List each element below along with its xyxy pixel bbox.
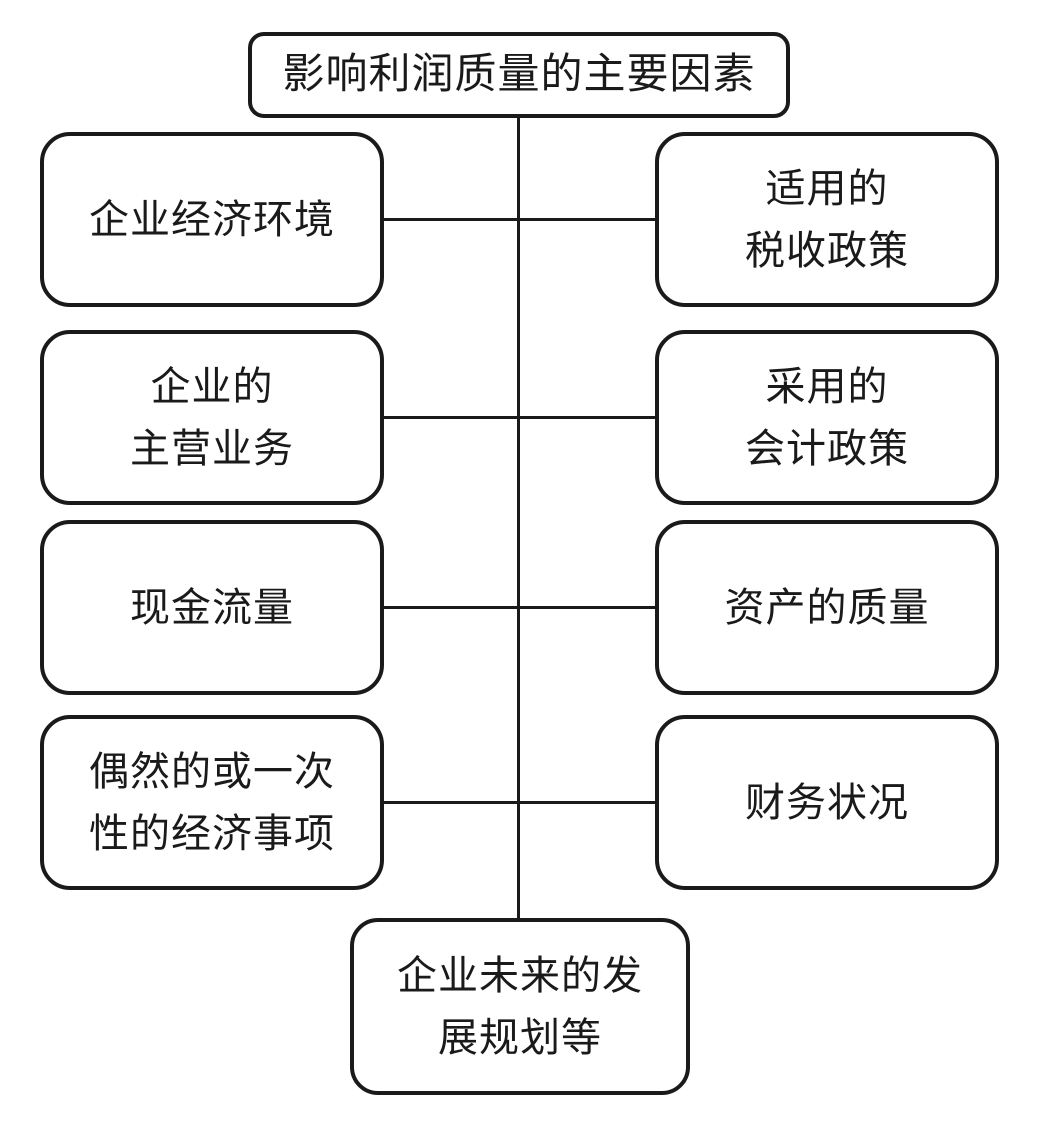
node-financial-condition: 财务状况 — [655, 715, 999, 890]
node-accounting-policy: 采用的 会计政策 — [655, 330, 999, 505]
row1-horizontal-connector — [382, 218, 658, 221]
node-future-plans: 企业未来的发 展规划等 — [350, 918, 690, 1095]
row3-horizontal-connector — [382, 606, 658, 609]
node-title-label: 影响利润质量的主要因素 — [282, 52, 756, 98]
node-main-business: 企业的 主营业务 — [40, 330, 384, 505]
node-title: 影响利润质量的主要因素 — [248, 32, 790, 118]
node-accounting-policy-label-line1: 采用的 — [765, 363, 889, 409]
node-accounting-policy-label-line2: 会计政策 — [745, 425, 909, 471]
node-future-plans-label-line2: 展规划等 — [438, 1014, 602, 1060]
row2-horizontal-connector — [382, 416, 658, 419]
node-incidental-events: 偶然的或一次 性的经济事项 — [40, 715, 384, 890]
node-tax-policy-label-line2: 税收政策 — [745, 227, 909, 273]
node-asset-quality-label: 资产的质量 — [724, 584, 930, 630]
node-economic-environment-label: 企业经济环境 — [89, 196, 335, 242]
node-economic-environment: 企业经济环境 — [40, 132, 384, 307]
node-financial-condition-label: 财务状况 — [745, 779, 909, 825]
node-tax-policy: 适用的 税收政策 — [655, 132, 999, 307]
node-incidental-events-label-line1: 偶然的或一次 — [89, 748, 335, 794]
node-main-business-label-line1: 企业的 — [150, 363, 274, 409]
central-vertical-connector — [517, 117, 520, 918]
node-cash-flow-label: 现金流量 — [130, 584, 294, 630]
row4-horizontal-connector — [382, 801, 658, 804]
node-main-business-label-line2: 主营业务 — [130, 425, 294, 471]
node-asset-quality: 资产的质量 — [655, 520, 999, 695]
node-tax-policy-label-line1: 适用的 — [765, 165, 889, 211]
node-incidental-events-label-line2: 性的经济事项 — [89, 810, 335, 856]
node-future-plans-label-line1: 企业未来的发 — [397, 952, 643, 998]
node-cash-flow: 现金流量 — [40, 520, 384, 695]
